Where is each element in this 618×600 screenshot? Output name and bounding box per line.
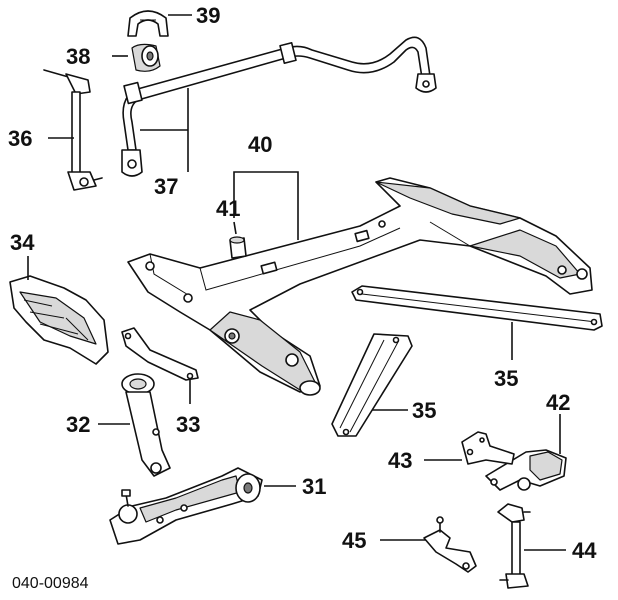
part-35-short-shield [331, 333, 413, 437]
callout-44: 44 [572, 538, 597, 563]
callout-32: 32 [66, 412, 90, 437]
callout-42: 42 [546, 390, 570, 415]
callout-43: 43 [388, 448, 412, 473]
callout-38: 38 [66, 44, 90, 69]
part-43-sensor-bracket [461, 431, 515, 465]
callout-36: 36 [8, 126, 32, 151]
callout-35b: 35 [412, 398, 436, 423]
part-45-lower-bracket [423, 516, 477, 573]
part-33-bracket [121, 327, 199, 381]
part-37-stabilizer-bar [121, 36, 437, 177]
part-42-height-sensor [485, 449, 567, 491]
part-41-bushing [229, 236, 247, 259]
part-32-tension-strut [121, 373, 171, 477]
callout-40: 40 [248, 132, 272, 157]
part-38-rubber-bushing [131, 43, 161, 72]
diagram-reference-id: 040-00984 [12, 575, 89, 592]
leader-37 [140, 88, 189, 172]
part-40-front-subframe [127, 177, 593, 396]
callout-39: 39 [196, 3, 220, 28]
leader-41 [233, 221, 237, 235]
part-39-bushing-clamp [127, 10, 169, 37]
callout-45: 45 [342, 528, 366, 553]
callout-41: 41 [216, 196, 240, 221]
part-44-link-rod [497, 503, 531, 589]
callout-31: 31 [302, 474, 326, 499]
callout-33: 33 [176, 412, 200, 437]
part-34-heat-shield [9, 275, 109, 365]
callout-37: 37 [154, 174, 178, 199]
callout-35a: 35 [494, 366, 518, 391]
part-35-long-shield [351, 285, 603, 331]
part-31-wishbone [109, 467, 263, 545]
part-36-stabilizer-link [43, 69, 103, 191]
leader-40 [233, 171, 299, 240]
callout-34: 34 [10, 230, 35, 255]
